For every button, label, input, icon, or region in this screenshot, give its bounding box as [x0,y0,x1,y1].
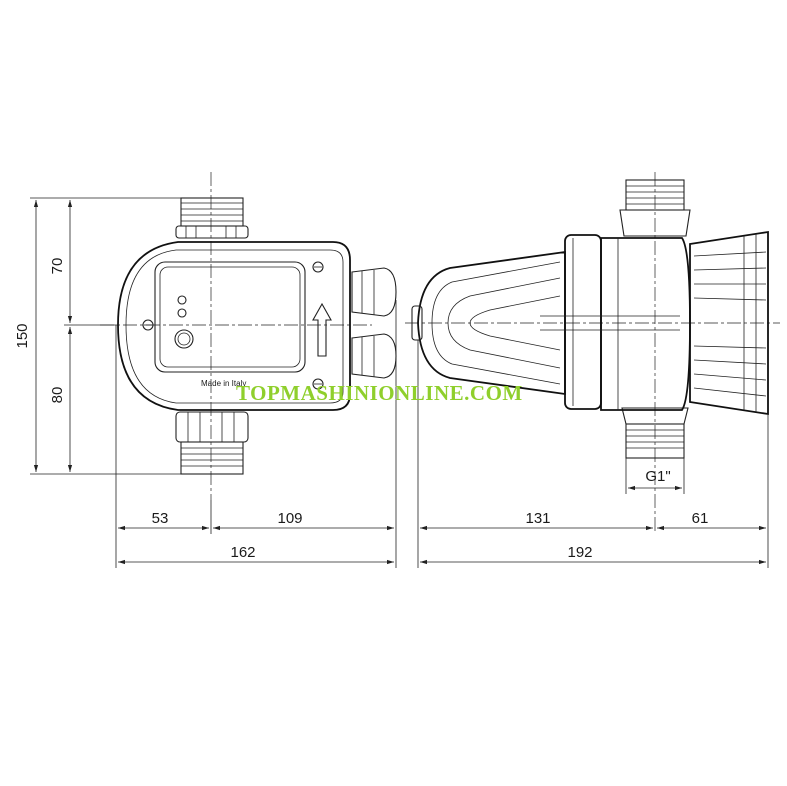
screw-bottom-right [312,378,324,390]
controller-housing [117,241,351,411]
dim-thread-label: G1" [645,468,670,485]
led-indicator-middle [177,308,187,318]
led-indicator-top [177,295,187,305]
dim-left-length-label: 131 [525,510,550,527]
dim-right-length-label: 61 [692,510,709,527]
side-upper-thread [619,179,691,237]
dim-lower-height-label: 80 [49,387,66,404]
upper-cable-gland [351,267,397,317]
flow-direction-arrow [312,302,332,357]
side-view: G1" 131 61 192 [405,172,780,568]
upper-threaded-connector [175,197,249,239]
dim-total-width-label: 162 [230,544,255,561]
side-valve-body [600,237,691,411]
screw-top-right [312,261,324,273]
dim-upper-height-label: 70 [49,258,66,275]
dim-total-height-label: 150 [14,323,31,348]
lower-cable-gland [351,333,397,379]
dim-left-width-label: 53 [152,510,169,527]
side-body-flange [564,234,602,410]
lower-threaded-connector [175,411,249,475]
dim-total-length-label: 192 [567,544,592,561]
display-panel [154,261,306,373]
dim-right-width-label: 109 [277,510,302,527]
reset-button [174,329,194,349]
front-view: Made in Italy 150 70 80 53 109 162 [14,172,397,568]
watermark-text: TOPMASHINIONLINE.COM [236,381,523,405]
made-in-italy-label: Made in Italy [201,379,246,388]
side-ribbed-cover [417,250,566,396]
screw-left [142,319,154,331]
side-lower-thread [621,407,689,459]
